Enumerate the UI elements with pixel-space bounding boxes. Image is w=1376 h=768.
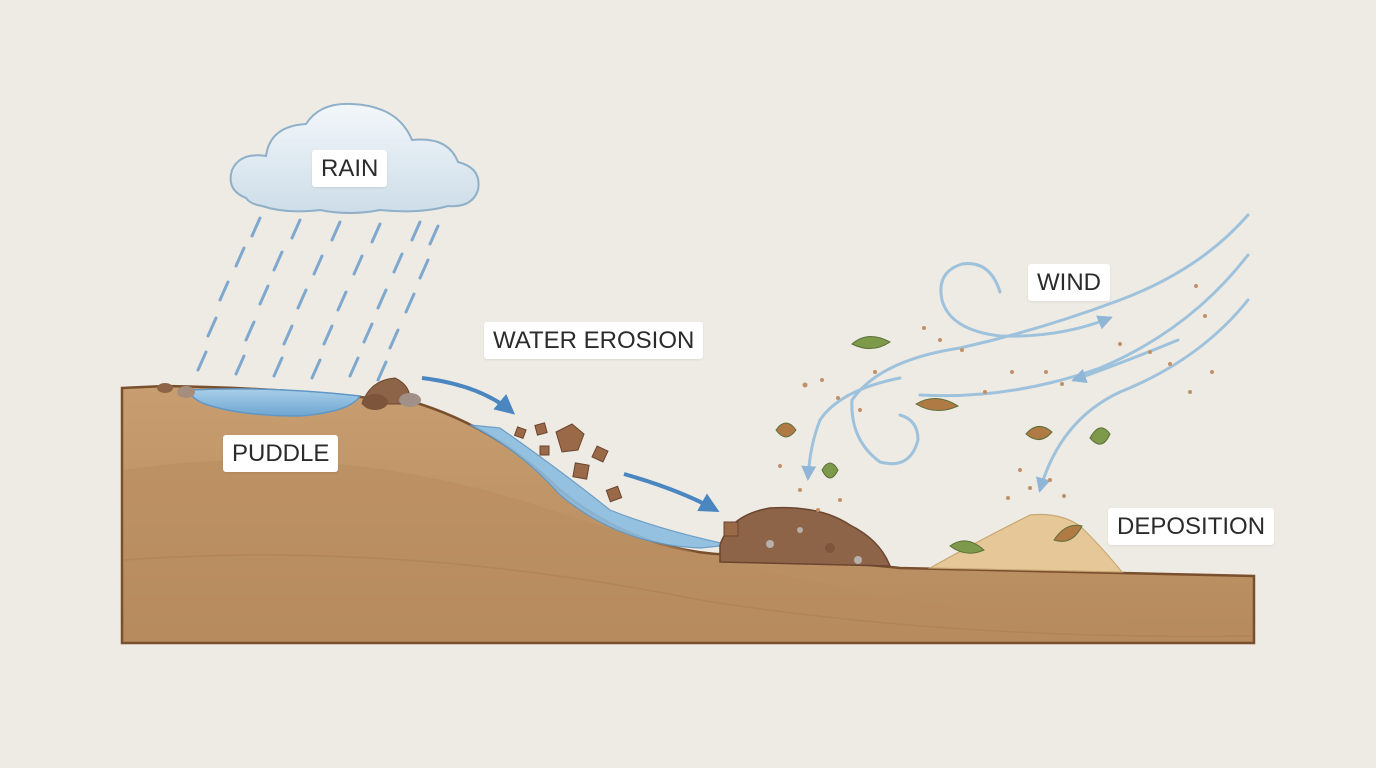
flow-arrow (421, 376, 516, 415)
wind-label: WIND (1028, 264, 1110, 301)
rain-drops (196, 216, 440, 382)
leaf (775, 336, 1111, 554)
puddle-label: PUDDLE (223, 435, 339, 472)
debris-pile (719, 506, 892, 567)
dust-particles (778, 284, 1214, 512)
puddle (157, 377, 421, 417)
rain-label: RAIN (312, 150, 388, 187)
deposition-label: DEPOSITION (1108, 508, 1275, 545)
hillside (120, 384, 1256, 645)
wind-swirl (801, 213, 1250, 493)
water-erosion-label: WATER EROSION (484, 322, 704, 359)
flow-arrow (623, 472, 720, 512)
rock-debris (513, 422, 623, 503)
